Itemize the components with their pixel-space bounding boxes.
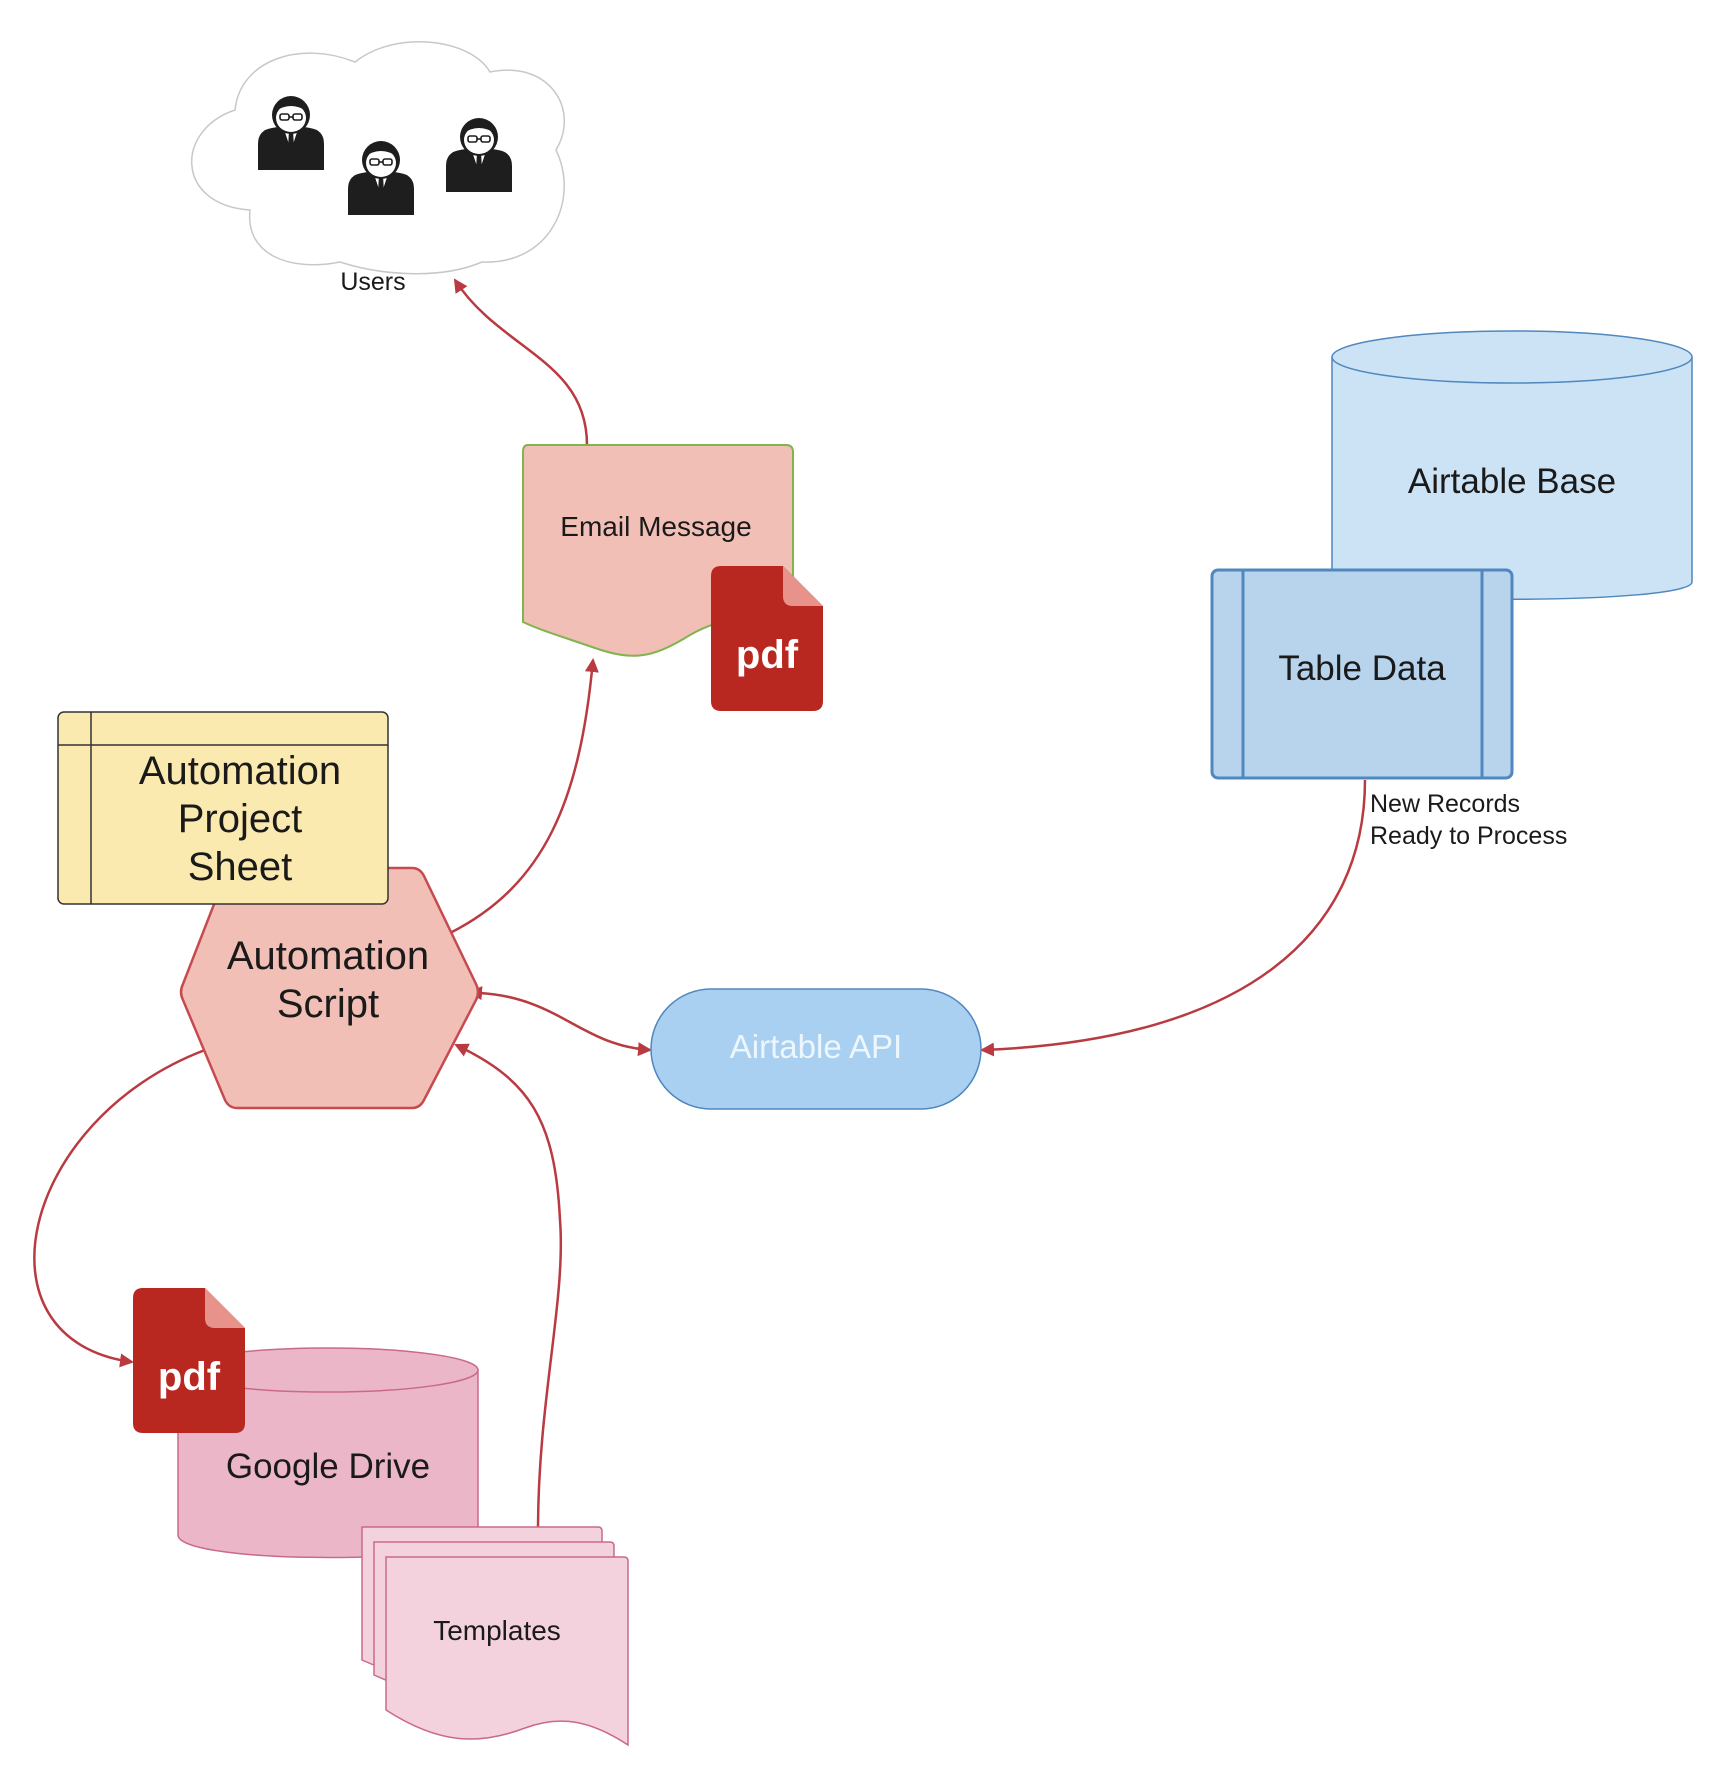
google-drive-label: Google Drive [226,1447,430,1486]
email-message-node: Email Message [522,444,823,711]
edge-script-to-drive [33,1048,206,1368]
google-drive-node: Google Drive [133,1288,479,1559]
automation-script-node: Automation Script [179,866,480,1110]
table-data-node: Table Data [1210,568,1514,780]
table-data-label: Table Data [1278,649,1446,688]
project-sheet-line-3: Sheet [188,845,293,889]
cylinder-top [1331,330,1693,384]
automation-script-line-2: Script [277,982,379,1026]
email-message-label: Email Message [560,511,751,542]
airtable-base-label: Airtable Base [1408,462,1616,501]
project-sheet-line-2: Project [178,797,303,841]
project-sheet-node: Automation Project Sheet [57,711,389,905]
edge-label-line-2: Ready to Process [1370,822,1567,850]
hexagon-shape [179,866,480,1110]
project-sheet-line-1: Automation [139,749,341,793]
edge-script-api-bidirectional [468,986,652,1057]
pdf-icon [133,1288,245,1433]
automation-script-line-1: Automation [227,934,429,978]
airtable-api-node: Airtable API [650,988,982,1110]
templates-node: Templates [361,1526,629,1747]
edge-templates-to-script [454,1043,563,1531]
edge-email-to-users [453,278,589,446]
edge-script-to-email [449,658,599,935]
users-node: Users [190,41,566,296]
edge-tabledata-to-api [980,779,1367,1057]
edge-label-line-1: New Records [1370,790,1520,818]
airtable-api-pill [650,988,982,1110]
users-label: Users [340,268,405,296]
project-sheet-box [57,711,389,905]
airtable-api-label: Airtable API [730,1028,902,1065]
template-page-front [385,1556,629,1747]
airtable-base-node: Airtable Base [1331,330,1693,600]
table-data-box [1210,568,1514,780]
templates-label: Templates [433,1615,561,1646]
pdf-icon [711,566,823,711]
